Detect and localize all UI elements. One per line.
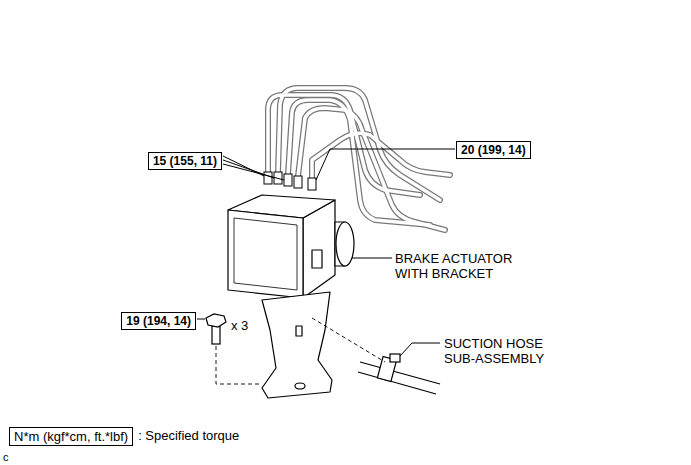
- bracket: [262, 292, 332, 398]
- bolt: [206, 314, 226, 344]
- illustration-part: [312, 250, 322, 268]
- torque-callout: 15 (155, 11): [148, 152, 222, 170]
- figure-code: c: [3, 450, 9, 465]
- install-lines: [216, 318, 385, 384]
- illustration-part: [212, 326, 220, 344]
- illustration-part: [360, 362, 440, 384]
- part-name: SUCTION HOSE SUB-ASSEMBLY: [444, 336, 554, 366]
- illustration-part: [336, 222, 354, 266]
- callout-text: 20 (199, 14): [461, 143, 526, 157]
- legend-text: : Specified torque: [138, 428, 239, 443]
- callout-text: 15 (155, 11): [153, 154, 217, 168]
- illustration-part: [264, 172, 272, 184]
- illustration-part: [206, 314, 226, 327]
- illustration-part: [308, 178, 316, 190]
- illustration-part: [216, 346, 262, 384]
- illustration-part: [197, 319, 205, 320]
- callout-text: 19 (194, 14): [126, 314, 191, 328]
- quantity: x 3: [231, 318, 248, 333]
- part-name: BRAKE ACTUATOR WITH BRACKET: [395, 251, 520, 281]
- illustration-part: [295, 383, 305, 389]
- torque-callout: 19 (194, 14): [121, 312, 196, 330]
- illustration-part: [262, 292, 332, 398]
- illustration-part: [316, 149, 455, 180]
- illustration-part: [223, 164, 284, 180]
- illustration-part: [312, 318, 385, 362]
- pipe-fittings: [264, 172, 316, 190]
- illustration-part: [234, 218, 297, 290]
- illustration-part: [400, 343, 440, 356]
- illustration-part: [358, 372, 436, 394]
- illustration-part: [312, 133, 450, 178]
- unit-box: N*m (kgf*cm, ft.*lbf): [9, 427, 133, 446]
- illustration-part: [284, 174, 292, 186]
- callout-text: N*m (kgf*cm, ft.*lbf): [14, 429, 128, 444]
- suction-hose: [358, 354, 440, 394]
- illustration-part: [352, 258, 392, 259]
- illustration-part: [294, 176, 302, 188]
- illustration-part: [228, 210, 303, 298]
- torque-callout: 20 (199, 14): [456, 141, 531, 159]
- actuator-body: [228, 195, 354, 298]
- illustration-part: [296, 326, 302, 336]
- illustration-part: [390, 354, 400, 362]
